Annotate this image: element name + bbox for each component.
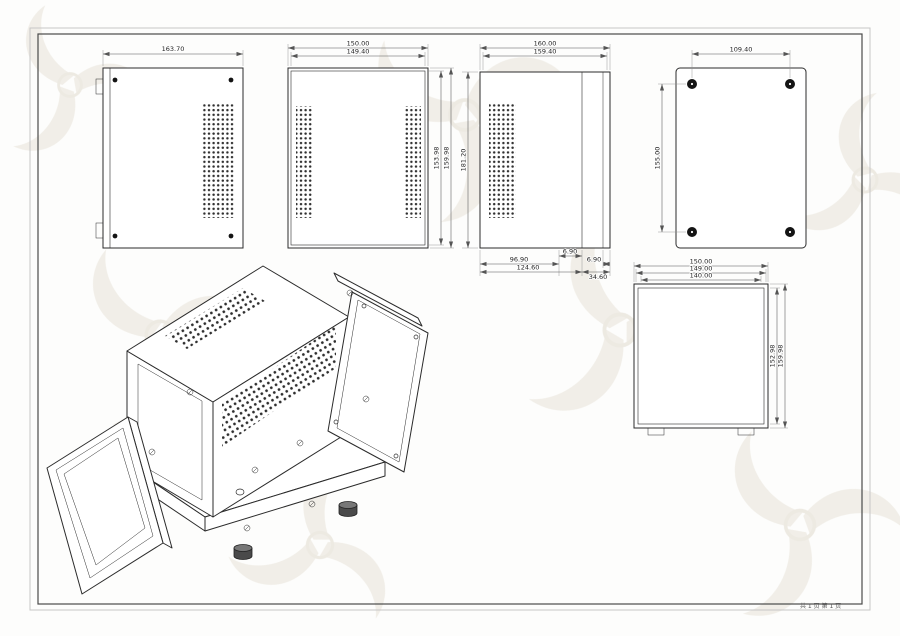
corner-screw <box>228 233 234 239</box>
corner-screw <box>228 77 234 83</box>
view-back-panel: 160.00 159.40 181.20 6.90 96.90 6.90 124… <box>459 39 611 282</box>
dim-bottom-2: 124.60 <box>517 264 540 272</box>
corner-screw <box>112 77 118 83</box>
screw <box>308 500 316 508</box>
vent-holes-top <box>165 288 265 349</box>
dim-feet-height: 155.00 <box>654 147 662 170</box>
side-cover-panel <box>327 272 429 473</box>
dim-top-1: 150.00 <box>690 258 713 266</box>
vent-holes-grid <box>201 104 235 218</box>
vent-holes-grid <box>296 106 313 218</box>
vent-holes-front <box>222 325 336 447</box>
dim-height-inner: 153.98 <box>433 147 441 170</box>
loose-screws <box>148 289 370 532</box>
dim-offset-right: 6.90 <box>587 256 601 264</box>
tray-foot <box>338 501 358 517</box>
panel-screw <box>296 439 304 447</box>
view-bottom-panel: 109.40 155.00 <box>653 45 807 249</box>
sheet-border-frame <box>29 27 871 611</box>
dim-bottom-1: 96.90 <box>510 256 529 264</box>
rubber-feet <box>687 79 795 237</box>
dim-feet-width: 109.40 <box>730 46 753 54</box>
footer-page-count: 共 1 页 第 1 页 <box>800 602 841 610</box>
dim-width-inner: 149.40 <box>347 48 370 56</box>
chassis-body <box>126 265 350 518</box>
screw <box>186 388 194 396</box>
view-front-panel: 150.00 149.00 140.00 152.98 159.98 <box>633 257 788 436</box>
panel-screw <box>251 466 259 474</box>
front-bezel <box>46 416 173 595</box>
dim-width-outer: 150.00 <box>347 40 370 48</box>
dim-width-inner: 159.40 <box>534 48 557 56</box>
view-side-panel-a: 163.70 <box>95 44 244 249</box>
screw <box>148 448 156 456</box>
vent-holes-grid <box>489 102 516 218</box>
dim-width-outer: 160.00 <box>534 40 557 48</box>
screw <box>362 395 370 403</box>
dim-right-2: 159.98 <box>777 345 785 368</box>
dim-top-3: 140.00 <box>690 272 713 280</box>
dim-right-1: 152.98 <box>769 345 777 368</box>
screw <box>346 289 354 297</box>
tray-foot <box>233 544 253 560</box>
dim-height-outer: 159.98 <box>443 147 451 170</box>
dim-bottom-3: 34.60 <box>589 273 608 281</box>
exploded-isometric-view <box>46 265 429 595</box>
screw <box>243 524 251 532</box>
vent-holes-grid <box>404 106 421 218</box>
dim-width: 163.70 <box>162 45 185 53</box>
corner-screw <box>112 233 118 239</box>
dim-offset-mid: 6.90 <box>563 248 577 256</box>
view-side-panel-b: 150.00 149.40 153.98 159.98 <box>287 39 454 249</box>
dim-height: 181.20 <box>460 149 468 172</box>
dim-top-2: 149.00 <box>690 265 713 273</box>
